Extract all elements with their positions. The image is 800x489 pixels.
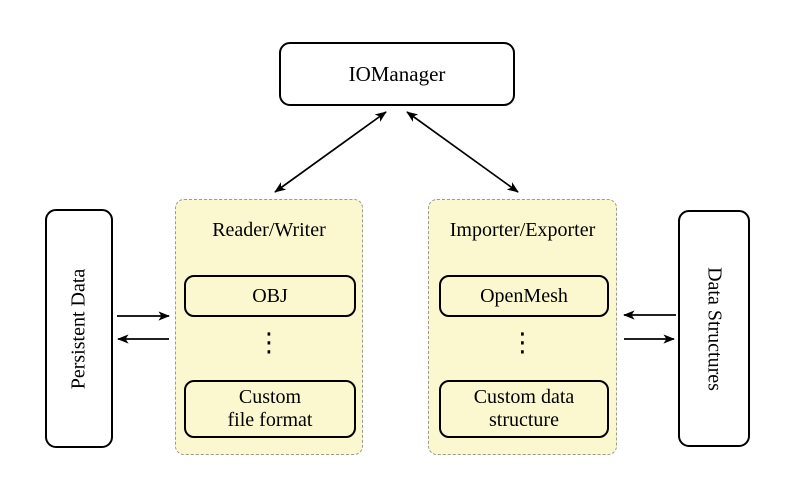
data-structures-label: Data Structures [703, 266, 726, 391]
custom-file-format-line2: file format [227, 409, 313, 431]
openmesh-label: OpenMesh [480, 284, 568, 307]
openmesh-node: OpenMesh [439, 275, 609, 317]
arrow-iomanager-importerexporter [406, 111, 519, 193]
custom-data-structure-node: Custom data structure [439, 380, 609, 438]
vertical-ellipsis-icon: ⋮ [256, 328, 282, 358]
arrow-iomanager-readerwriter [274, 111, 387, 193]
custom-data-structure-line2: structure [489, 409, 559, 431]
importer-exporter-group: Importer/Exporter OpenMesh ⋮ Custom data… [428, 199, 617, 455]
reader-writer-title: Reader/Writer [212, 219, 326, 241]
reader-writer-group: Reader/Writer OBJ ⋮ Custom file format [175, 199, 363, 455]
custom-data-structure-line1: Custom data [473, 386, 575, 408]
iomanager-node: IOManager [279, 42, 515, 106]
persistent-data-node: Persistent Data [45, 209, 113, 448]
vertical-ellipsis-icon: ⋮ [509, 328, 536, 358]
iomanager-label: IOManager [348, 61, 446, 86]
obj-label: OBJ [252, 284, 288, 307]
importer-exporter-title: Importer/Exporter [449, 219, 596, 241]
persistent-data-label: Persistent Data [67, 268, 90, 389]
obj-node: OBJ [184, 275, 356, 317]
data-structures-node: Data Structures [678, 210, 750, 447]
custom-file-format-node: Custom file format [184, 380, 356, 438]
custom-file-format-line1: Custom [238, 386, 302, 408]
